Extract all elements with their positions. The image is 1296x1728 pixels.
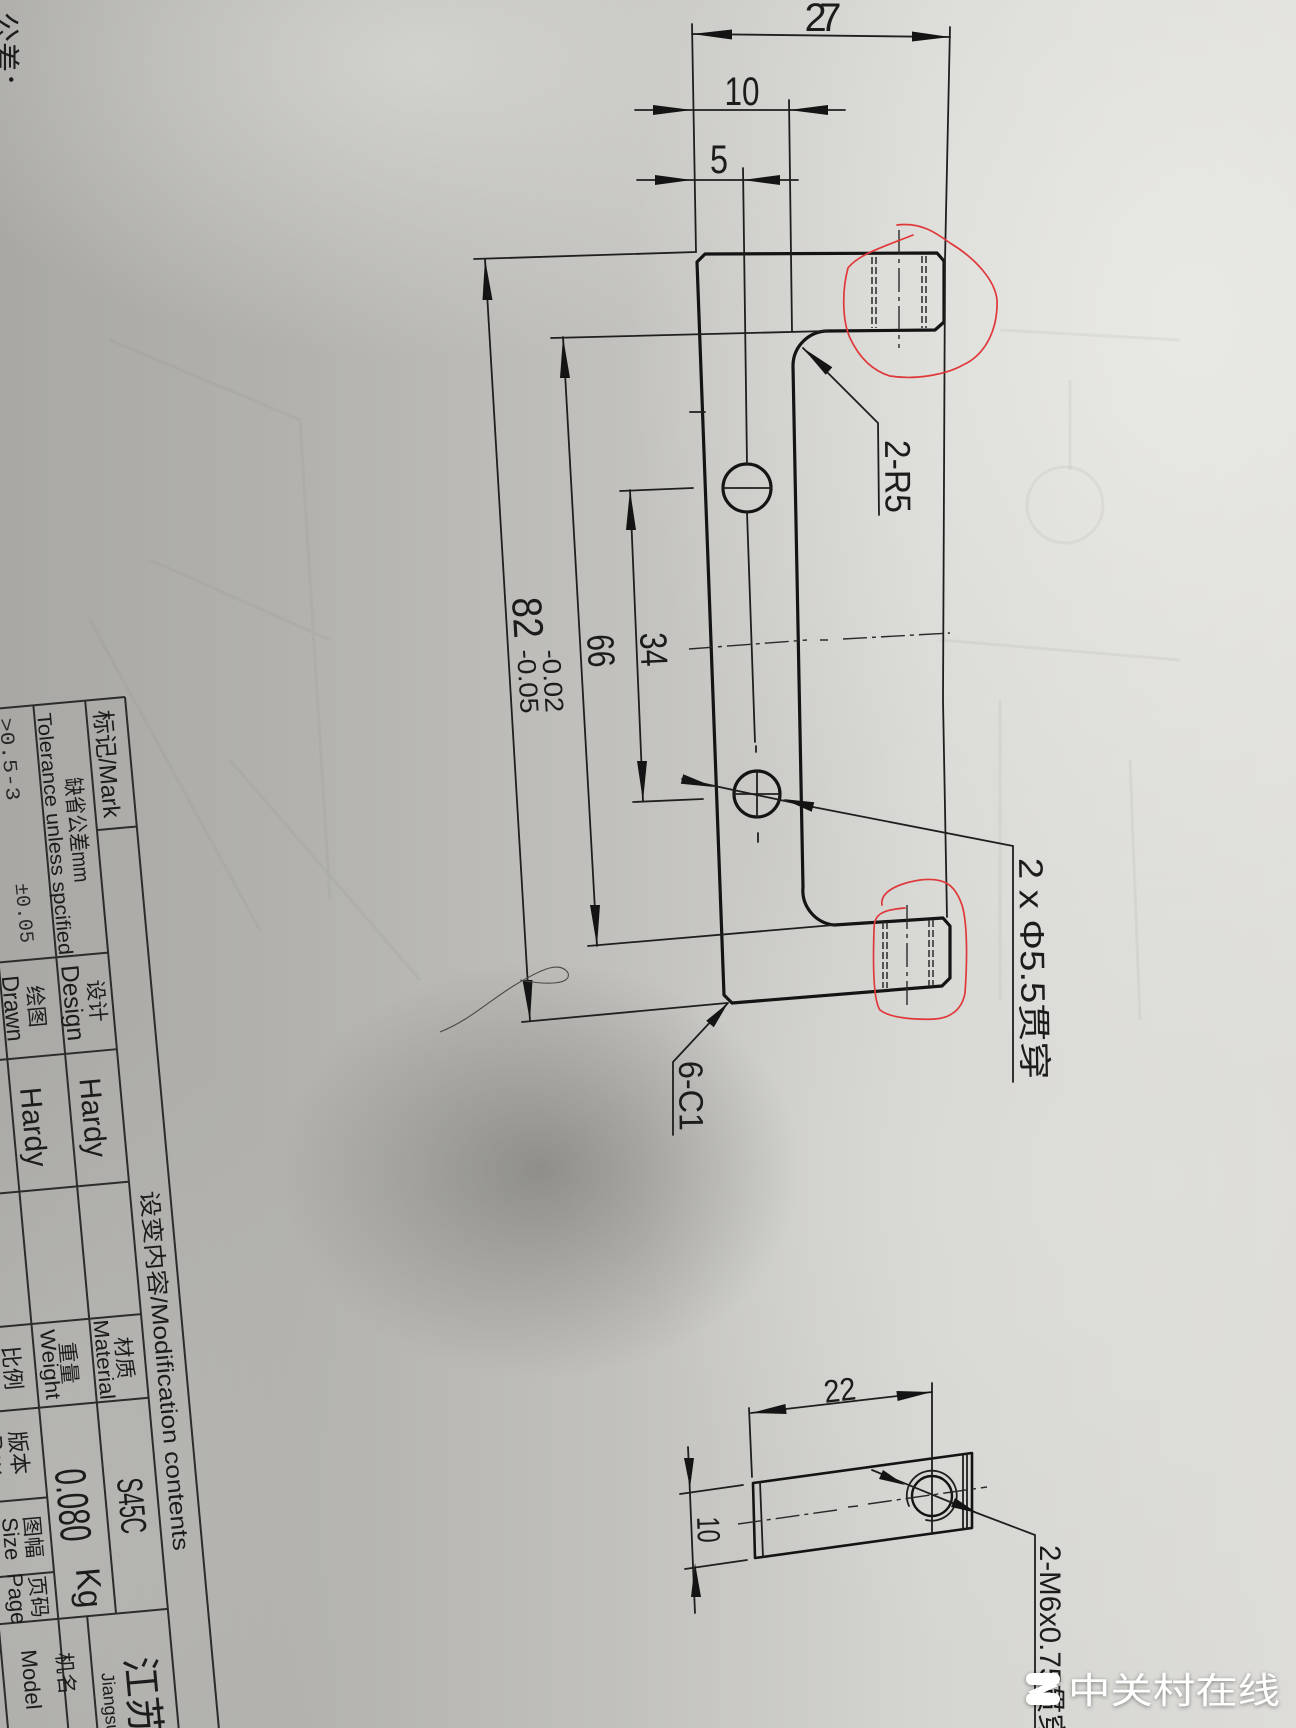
arrowheads	[482, 29, 950, 1028]
dim-10-label: 10	[725, 70, 760, 114]
dim-82-tol-lower: -0.05	[511, 649, 545, 715]
center-lines	[722, 167, 781, 843]
arrow-icon	[879, 1470, 905, 1485]
side-view-inner-lines	[759, 1382, 968, 1558]
dim-22-label: 22	[822, 1370, 858, 1409]
arrow-icon	[590, 905, 600, 946]
arrow-icon	[912, 31, 950, 42]
watermark-logo-icon	[1026, 1673, 1060, 1705]
arrow-icon	[653, 105, 692, 115]
weight-value: 0.080	[45, 1467, 100, 1544]
model-label-cn: 机名	[51, 1652, 78, 1696]
arrow-icon	[637, 761, 647, 801]
arrow-icon	[692, 29, 732, 40]
arrow-icon	[789, 105, 828, 115]
weight-unit: Kg	[68, 1566, 109, 1609]
main-view: 27 10 5 82 -0.02 -0.05 66 34 2-R5 2 x Φ5…	[473, 0, 1053, 1136]
markup-circle-bottom-tab	[872, 878, 968, 1021]
weight-label-cn: 重量	[54, 1341, 81, 1385]
title-block-grid	[0, 696, 231, 1728]
dim-34-label: 34	[631, 632, 674, 668]
page-label-en: Page	[2, 1572, 32, 1625]
ghost-circle	[1025, 465, 1105, 545]
page-label-cn: 页码	[24, 1575, 51, 1619]
watermark-text: 中关村在线	[1068, 1671, 1280, 1712]
side-view-arrowheads	[684, 1391, 977, 1597]
arrow-icon	[522, 980, 533, 1021]
ghost-lines	[88, 328, 1181, 1021]
fillet-callout: 2-R5	[877, 440, 919, 513]
arrow-icon	[684, 1458, 694, 1488]
material-label-cn: 材质	[110, 1336, 137, 1380]
arrow-icon	[951, 1498, 977, 1513]
arrow-icon	[751, 1404, 787, 1414]
red-markup	[842, 223, 998, 1021]
side-view: 22 10 2-M6x0.75贯穿	[679, 1370, 1066, 1728]
size-label-en: Size	[0, 1516, 26, 1561]
arrow-icon	[626, 490, 636, 530]
company-name-cn: 江苏	[116, 1655, 167, 1728]
material-value: S45C	[109, 1476, 155, 1535]
arrow-icon	[655, 175, 692, 185]
arrow-icon	[803, 348, 833, 375]
arrow-icon	[680, 774, 714, 787]
arrow-icon	[743, 175, 780, 185]
arrow-icon	[896, 1391, 932, 1401]
size-label-cn: 图幅	[19, 1515, 46, 1559]
dim-27-label: 27	[805, 0, 842, 40]
ghost-show-through	[88, 328, 1181, 1021]
material-label-en: Material	[88, 1319, 118, 1401]
stray-hair	[439, 966, 569, 1033]
tolerance-range: >0.5-3	[0, 717, 23, 802]
weight-label-en: Weight	[35, 1329, 64, 1401]
hidden-hole-lines-bottom-tab	[882, 920, 934, 988]
company-name-en: Jiangsu	[97, 1672, 123, 1728]
title-block: 标记/Mark 设变内容/Modification contents 缺省公差m…	[0, 696, 231, 1728]
designer-name: Hardy	[72, 1076, 112, 1159]
drawn-label-cn: 绘图	[22, 984, 49, 1028]
arrow-icon	[706, 1003, 728, 1028]
dim-5-label: 5	[710, 138, 728, 182]
scale-label-cn: 比例	[0, 1345, 26, 1391]
arrow-icon	[783, 799, 815, 812]
thread-arc	[905, 1469, 958, 1522]
arrow-icon	[691, 1563, 701, 1597]
drawn-label-en: Drawn	[0, 974, 29, 1042]
corner-note: 公差：	[0, 12, 20, 102]
horizontal-center-line	[688, 632, 951, 650]
model-label-en: Model	[16, 1649, 46, 1711]
rev-label-en: Rev	[0, 1434, 10, 1475]
side-dim-10-label: 10	[690, 1516, 727, 1543]
design-label-en: Design	[55, 964, 90, 1042]
side-view-outline	[751, 1451, 974, 1560]
dim-82-tol-upper: -0.02	[536, 649, 570, 714]
dim-66-label: 66	[578, 633, 622, 668]
arrow-icon	[482, 259, 493, 300]
hole-callout: 2 x Φ5.5贯穿	[1011, 857, 1053, 1080]
dimension-lines	[484, 33, 951, 1022]
rev-label-cn: 版本	[4, 1430, 33, 1476]
hidden-hole-lines-top-tab	[871, 256, 927, 328]
watermark: 中关村在线	[1026, 1671, 1280, 1712]
arrow-icon	[560, 337, 570, 378]
side-view-dimension-lines	[679, 1391, 1036, 1728]
extension-lines	[473, 23, 951, 1023]
design-label-cn: 设计	[83, 979, 110, 1023]
side-view-center-line	[737, 1486, 988, 1525]
tolerance-value: ±0.05	[8, 882, 36, 944]
dim-82-label: 82	[503, 596, 552, 640]
chamfer-callout: 6-C1	[671, 1061, 710, 1131]
leader-lines	[672, 347, 1014, 1136]
markup-circle-top-tab	[842, 223, 998, 379]
drafter-name: Hardy	[13, 1086, 53, 1169]
thread-hole	[910, 1474, 954, 1518]
